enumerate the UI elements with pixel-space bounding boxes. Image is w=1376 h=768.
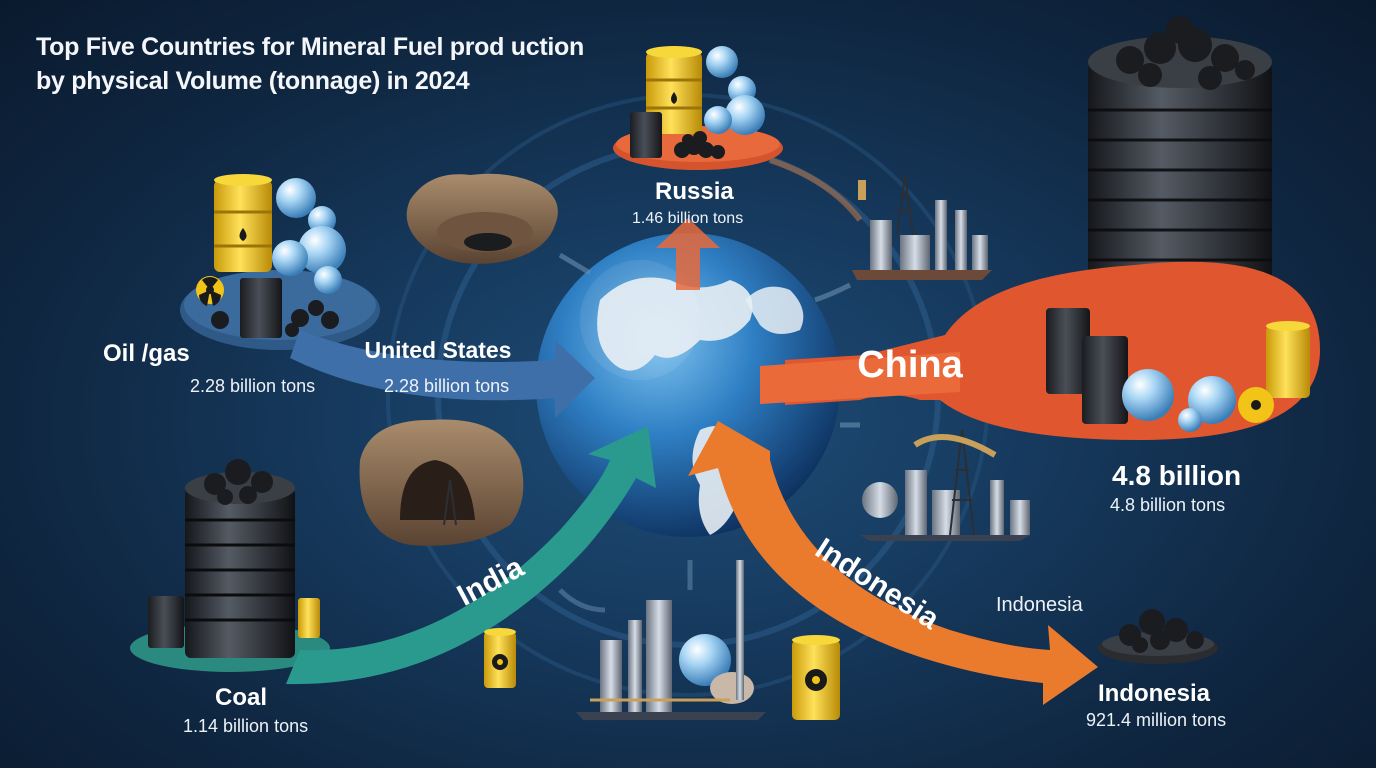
oil-rig-icon [949, 429, 975, 536]
page-title: Top Five Countries for Mineral Fuel prod… [36, 30, 584, 98]
coal-pile-icon [211, 300, 339, 337]
oil-barrel-icon [792, 635, 840, 720]
russia-value: 1.46 billion tons [632, 210, 744, 227]
indonesia-coal-pile [1098, 609, 1218, 664]
oil-barrel-icon [298, 598, 320, 638]
coal-pile-icon [1116, 16, 1255, 90]
oil-barrel-icon [214, 174, 272, 272]
gas-drop-icon [704, 46, 765, 135]
mine-pit-icon [359, 419, 524, 546]
gas-drop-icon [1122, 369, 1236, 432]
oil-barrel-icon [1266, 321, 1310, 398]
radiation-icon [196, 276, 224, 306]
united-states-value: 2.28 billion tons [384, 376, 510, 396]
india-arrow [286, 426, 656, 685]
indonesia-arrow [688, 421, 1098, 705]
title-line-2: by physical Volume (tonnage) in 2024 [36, 67, 470, 95]
china-resources [1046, 308, 1310, 432]
refinery-icon [860, 429, 1030, 541]
china-headline: 4.8 billion [1112, 460, 1242, 491]
refinery-icon [576, 560, 766, 720]
oil-gas-label: Oil /gas [103, 340, 190, 367]
title-line-1: Top Five Countries for Mineral Fuel prod… [36, 33, 584, 61]
russia-arrow [656, 218, 720, 290]
coal-value: 1.14 billion tons [183, 716, 309, 736]
russia-label: Russia [655, 178, 734, 205]
indonesia-label-lower: Indonesia [1098, 680, 1211, 707]
mine-pit-icon [406, 173, 558, 264]
indonesia-value: 921.4 million tons [1086, 710, 1227, 730]
gas-drop-icon [272, 178, 346, 294]
oil-gas-resource-platform [180, 174, 380, 350]
oil-rig-icon [896, 174, 914, 236]
oil-gas-value: 2.28 billion tons [190, 376, 316, 396]
coal-tower [130, 459, 330, 672]
radiation-icon [1238, 387, 1274, 423]
united-states-arrow-label: United States [365, 337, 512, 363]
coal-pile-icon [674, 131, 725, 159]
refinery-icon [852, 174, 992, 280]
indonesia-label-upper: Indonesia [996, 594, 1083, 616]
oil-barrel-icon [484, 628, 516, 688]
coal-label: Coal [215, 684, 268, 711]
china-arrow-label: China [857, 344, 963, 386]
coal-pile-icon [204, 459, 273, 505]
coal-pile-icon [1119, 609, 1204, 653]
russia-resource-platform [613, 46, 783, 170]
united-states-arrow [290, 330, 595, 418]
china-value: 4.8 billion tons [1110, 495, 1226, 515]
